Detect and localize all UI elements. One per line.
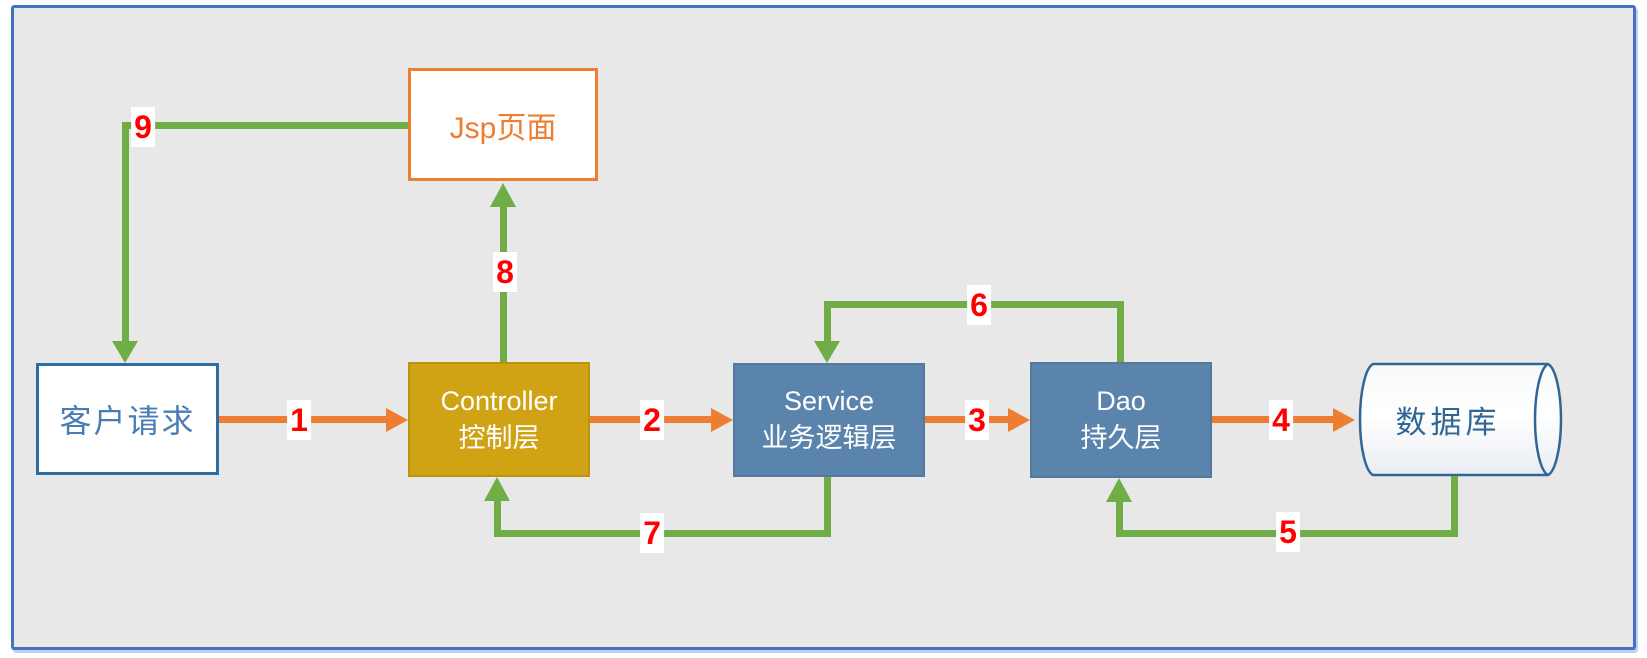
step-label-7: 7 (640, 513, 664, 553)
node-jsp-page: Jsp页面 (408, 68, 598, 181)
arrow-6-dao-up-segment (1117, 301, 1124, 362)
arrow-9-horizontal-segment (122, 122, 408, 129)
step-label-4: 4 (1269, 400, 1293, 440)
controller-label-en: Controller (440, 385, 558, 416)
arrow-6-down-segment (824, 301, 831, 343)
arrow-7-service-down-segment (824, 477, 831, 537)
diagram-frame (11, 5, 1636, 650)
arrow-1-arrowhead (386, 408, 408, 432)
service-label-en: Service (783, 386, 875, 416)
step-label-5: 5 (1276, 512, 1300, 552)
step-label-6: 6 (967, 285, 991, 325)
arrow-8-arrowhead (490, 183, 516, 207)
step-label-8: 8 (493, 252, 517, 292)
arrow-5-arrowhead (1106, 478, 1132, 502)
database-cylinder-icon (1358, 362, 1563, 477)
arrow-2-arrowhead (711, 408, 733, 432)
node-controller-layer: Controller 控制层 (408, 362, 590, 477)
node-database-cylinder: 数据库 (1355, 362, 1565, 477)
service-label-zh: 业务逻辑层 (761, 423, 897, 453)
node-client-request: 客户请求 (36, 363, 219, 475)
arrow-9-down-segment (122, 122, 129, 343)
dao-label-en: Dao (1096, 386, 1146, 416)
controller-label-zh: 控制层 (458, 422, 540, 453)
node-service-layer: Service 业务逻辑层 (733, 363, 925, 477)
arrow-3-arrowhead (1008, 408, 1030, 432)
node-dao-layer: Dao 持久层 (1030, 362, 1212, 478)
arrow-6-arrowhead (814, 341, 840, 363)
jsp-page-label: Jsp页面 (449, 111, 557, 145)
step-label-2: 2 (640, 400, 664, 440)
arrow-9-arrowhead (112, 341, 138, 363)
arrow-7-up-segment (494, 499, 501, 537)
arrow-5-database-down-segment (1451, 476, 1458, 537)
arrow-5-up-segment (1116, 500, 1123, 537)
arrow-4-arrowhead (1333, 408, 1355, 432)
arrow-7-arrowhead (484, 477, 510, 501)
dao-label-zh: 持久层 (1080, 423, 1162, 453)
client-request-label: 客户请求 (59, 403, 196, 439)
database-label: 数据库 (1395, 405, 1501, 440)
step-label-1: 1 (287, 400, 311, 440)
step-label-9: 9 (131, 107, 155, 147)
step-label-3: 3 (965, 400, 989, 440)
